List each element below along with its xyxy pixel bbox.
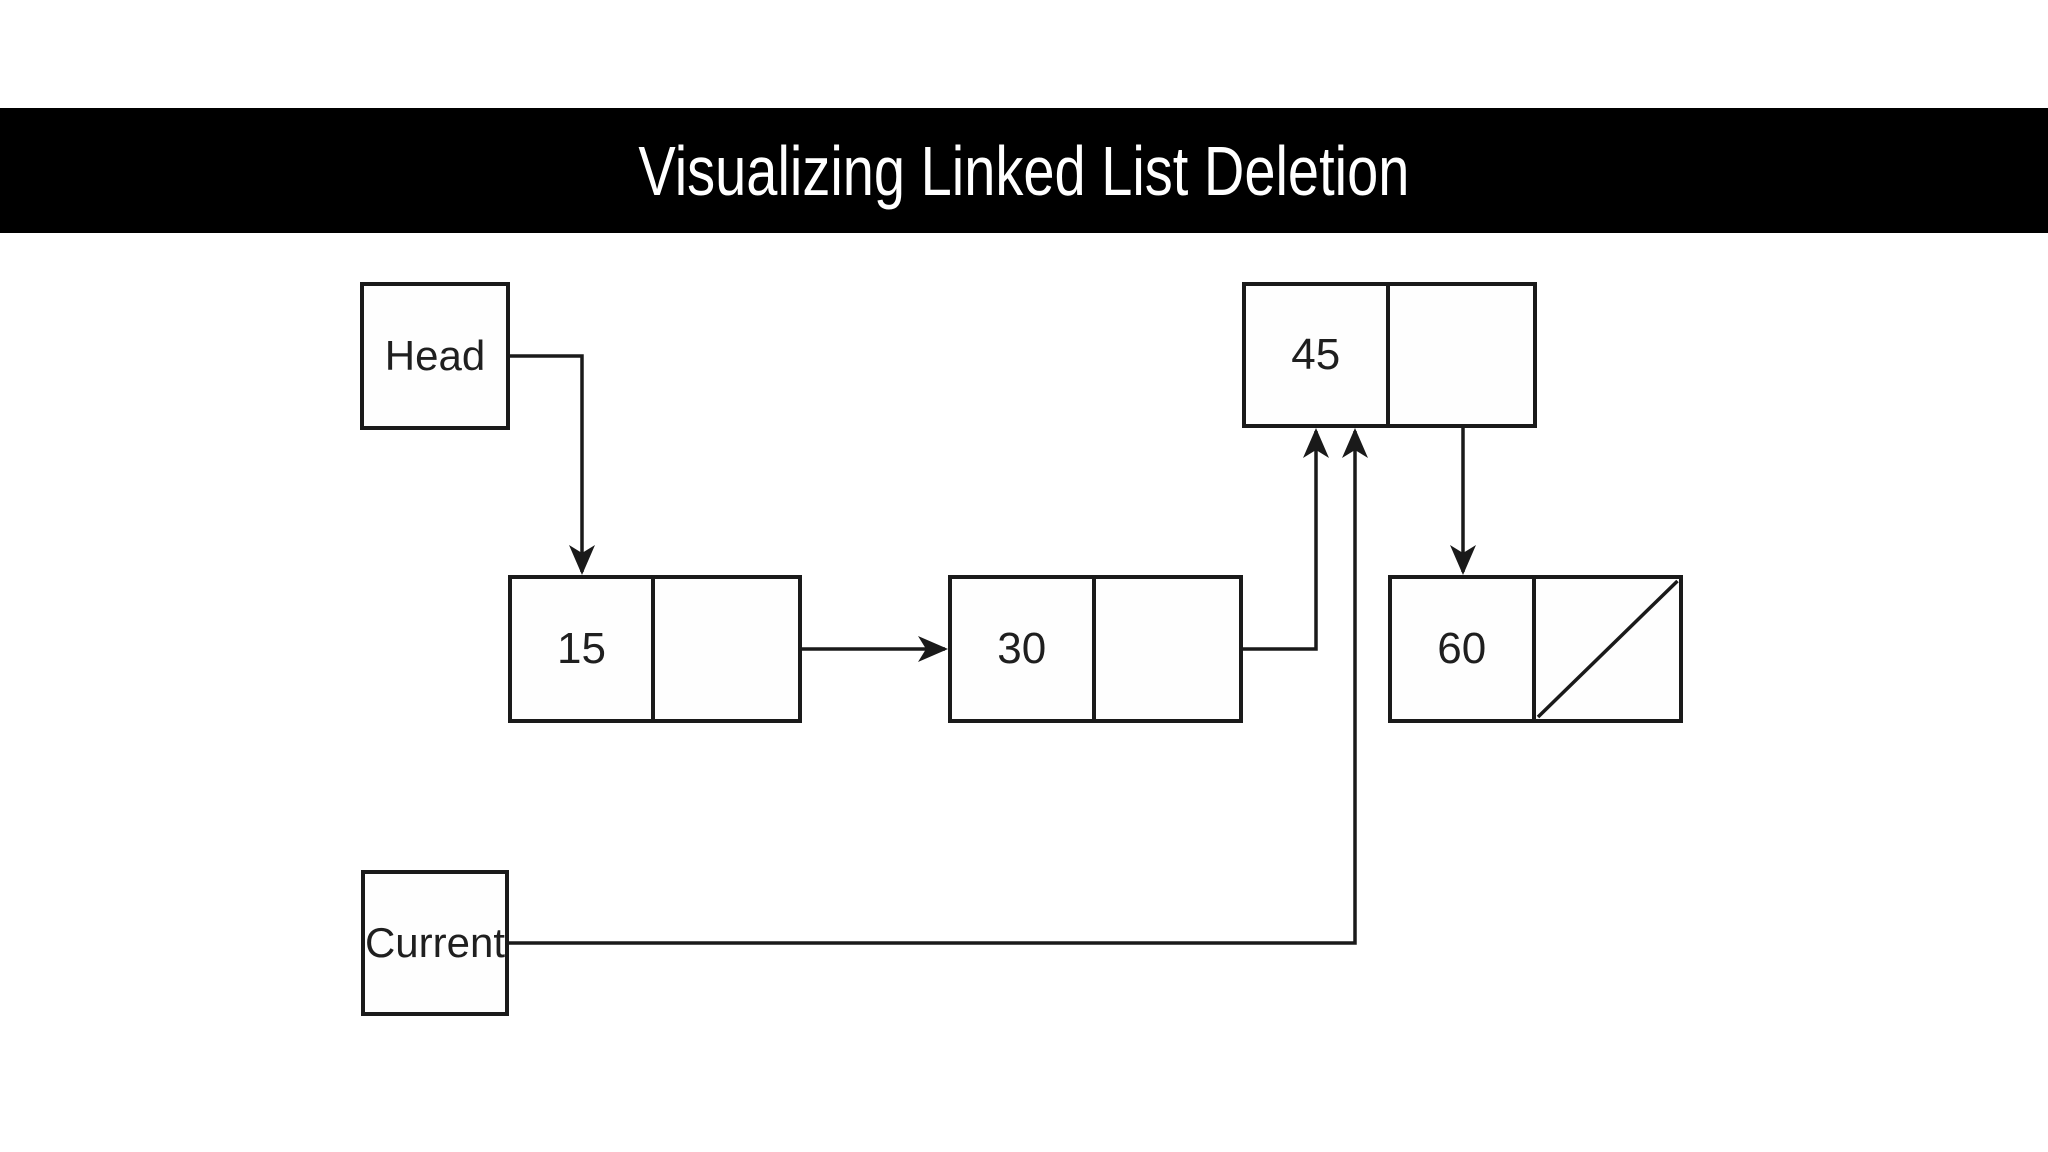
list-node-30: 30: [948, 575, 1243, 723]
node-60-next-cell: [1536, 579, 1680, 719]
list-node-60: 60: [1388, 575, 1683, 723]
list-node-15: 15: [508, 575, 802, 723]
node-45-next-cell: [1390, 286, 1534, 424]
node-15-next-cell: [655, 579, 798, 719]
node-30-value: 30: [952, 579, 1096, 719]
head-pointer-label: Head: [384, 332, 486, 379]
list-node-45: 45: [1242, 282, 1537, 428]
current-pointer-box: Current: [361, 870, 509, 1016]
node-30-next-cell: [1096, 579, 1240, 719]
current-pointer-label: Current: [364, 919, 506, 966]
node-60-value: 60: [1392, 579, 1536, 719]
arrow-head-to-15: [510, 354, 595, 575]
node-45-value: 45: [1246, 286, 1390, 424]
title-banner: Visualizing Linked List Deletion: [0, 108, 2048, 233]
node-15-value: 15: [512, 579, 655, 719]
head-pointer-box: Head: [360, 282, 510, 430]
null-pointer-slash-icon: [1536, 579, 1679, 719]
arrow-30-to-45: [1243, 428, 1329, 651]
page-title: Visualizing Linked List Deletion: [638, 131, 1410, 210]
